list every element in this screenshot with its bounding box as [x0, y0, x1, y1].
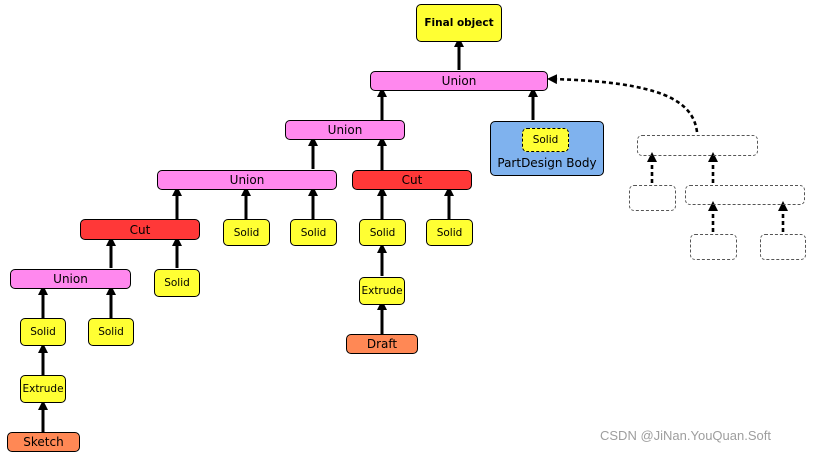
- solid-inner-node: Solid: [522, 128, 569, 152]
- placeholder-node-bl: [690, 234, 737, 260]
- partdesign-body-label: PartDesign Body: [497, 156, 597, 170]
- placeholder-node-left: [629, 185, 676, 211]
- solid-b3-node: Solid: [359, 219, 406, 246]
- union-top-node: Union: [370, 71, 548, 91]
- solid-b4-node: Solid: [426, 219, 473, 246]
- placeholder-node-wide: [685, 185, 805, 205]
- final-object-node: Final object: [416, 4, 502, 42]
- extrude-right-node: Extrude: [359, 277, 405, 305]
- extrude-left-node: Extrude: [20, 375, 66, 403]
- cut-left-node: Cut: [80, 219, 200, 240]
- draft-node: Draft: [346, 334, 418, 354]
- solid-c1-node: Solid: [154, 269, 200, 297]
- placeholder-node-br: [760, 234, 806, 260]
- solid-b2-node: Solid: [290, 219, 337, 246]
- placeholder-node-top: [637, 135, 758, 156]
- union-mid-node: Union: [285, 120, 405, 140]
- cut-right-node: Cut: [352, 170, 472, 190]
- solid-d2-node: Solid: [88, 318, 134, 346]
- union-bottom-node: Union: [10, 269, 131, 289]
- solid-b1-node: Solid: [223, 219, 270, 246]
- dashed-curve-to-union-top: [547, 74, 699, 133]
- watermark-text: CSDN @JiNan.YouQuan.Soft: [600, 428, 771, 443]
- sketch-node: Sketch: [7, 432, 80, 452]
- solid-d1-node: Solid: [20, 318, 66, 346]
- union-left-node: Union: [157, 170, 337, 190]
